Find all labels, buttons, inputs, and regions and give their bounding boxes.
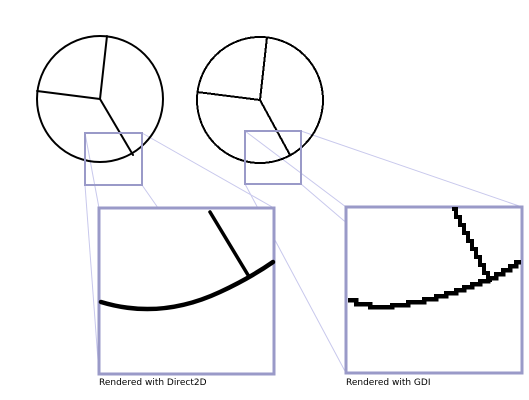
pie-gdi: [196, 36, 324, 164]
zoomed-arc-gdi: [348, 259, 521, 310]
selection-box-direct2d: [84, 132, 143, 186]
magnified-panel-direct2d: [97, 206, 276, 376]
zoomed-arc-direct2d: [98, 259, 276, 312]
selection-box-gdi: [244, 130, 302, 185]
pie-direct2d: [36, 35, 164, 163]
caption-gdi: Rendered with GDI: [346, 378, 431, 388]
zoomed-spoke-direct2d: [208, 210, 250, 277]
caption-direct2d: Rendered with Direct2D: [99, 378, 207, 388]
magnified-panel-gdi: [344, 205, 524, 375]
zoomed-spoke-gdi: [452, 207, 492, 282]
